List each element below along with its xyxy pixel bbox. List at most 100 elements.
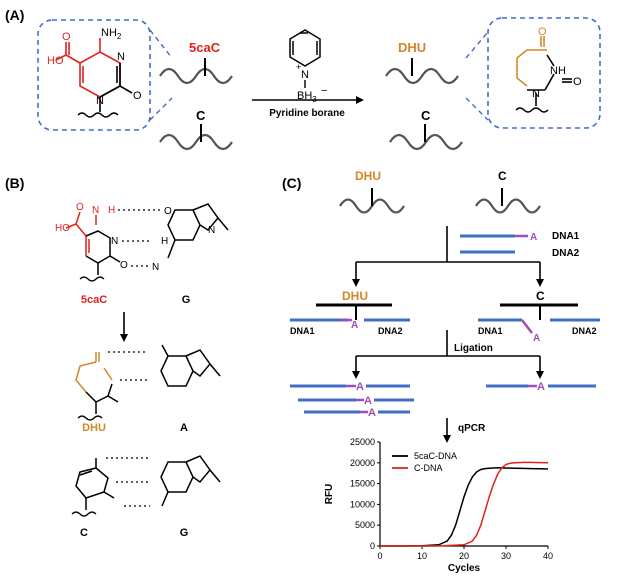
lig-right-a: A (537, 381, 545, 393)
c-right-a: A (533, 333, 540, 344)
lig-right-head (536, 371, 544, 379)
atom-n-ring-2: N (96, 95, 104, 107)
ligated-products-left (290, 384, 414, 414)
label-pair3-left: C (80, 527, 88, 539)
5cac-structure-box (37, 19, 151, 131)
x-tick-label: 0 (377, 551, 382, 561)
reagent-n: N (301, 69, 309, 81)
lig-left-head (352, 371, 360, 379)
c-tree-right-head (536, 279, 544, 287)
y-tick-label: 0 (370, 541, 375, 551)
b-atom-h: H (108, 205, 115, 216)
b-atom-ho: HO (55, 223, 70, 234)
zoom-line-top-left (149, 29, 173, 59)
b-atom-n: N (92, 205, 99, 216)
panel-b-label: (B) (5, 175, 24, 191)
probe-dna2-label: DNA2 (552, 248, 580, 259)
label-qpcr: qPCR (458, 423, 486, 434)
atom-ho: HO (47, 55, 64, 67)
backbone-squiggle-left (77, 112, 119, 118)
c-mid-dhu: DHU (342, 289, 368, 303)
label-pair1-right: G (182, 294, 191, 306)
c-right-dna2-label: DNA2 (572, 326, 597, 336)
5cac-ring-black-part (99, 63, 133, 112)
legend-label-2: C-DNA (414, 463, 443, 473)
b-atom-o: O (76, 202, 84, 213)
label-c-left: C (196, 108, 206, 123)
c-left-dna1-label: DNA1 (290, 326, 315, 336)
series-line-1 (380, 467, 549, 547)
dhu-atom-o: O (538, 26, 547, 38)
lig-a-3: A (368, 407, 376, 419)
b-atom-gh: H (161, 236, 168, 247)
atom-n-ring: N (117, 51, 125, 63)
label-5cac: 5caC (189, 40, 221, 55)
atom-nh2: NH2 (101, 27, 122, 41)
dna-wave-5cac (159, 67, 233, 85)
label-dhu: DHU (398, 40, 426, 55)
chart-x-label: Cycles (448, 563, 481, 574)
label-pair2-left: DHU (82, 422, 106, 434)
b-atom-go: O (164, 206, 172, 217)
reaction-arrowhead (356, 96, 364, 104)
qpcr-arrowhead (443, 435, 451, 443)
atom-o-carboxyl: O (62, 31, 71, 43)
probe-dna1-label: DNA1 (552, 231, 580, 242)
series-line-2 (380, 461, 549, 547)
b-atom-nh: N (111, 236, 118, 247)
zoom-line-bottom-left (149, 97, 173, 121)
panel-c-label: (C) (282, 175, 301, 191)
dhu-atom-n: N (532, 88, 540, 100)
reagent-bh3: BH3 (297, 90, 317, 104)
x-tick-label: 30 (501, 551, 511, 561)
chart-y-label: RFU (324, 484, 335, 505)
y-tick-label: 10000 (350, 499, 375, 509)
reagent-minus: − (321, 85, 327, 97)
x-tick-label: 10 (417, 551, 427, 561)
label-pair2-right: A (180, 422, 188, 434)
dhu-structure-box (487, 17, 601, 129)
panel-a-label: (A) (5, 7, 24, 23)
b-arrowhead (120, 334, 128, 342)
probe-a: A (530, 232, 537, 243)
pair-c-g (71, 455, 221, 517)
c-right-a-tail (521, 319, 533, 334)
c-right-dna1-label: DNA1 (478, 326, 503, 336)
y-tick-label: 25000 (350, 437, 375, 447)
y-tick-label: 5000 (355, 520, 375, 530)
backbone-squiggle-right (515, 107, 549, 113)
pyridine-borane-molecule (289, 29, 321, 67)
5cac-molecule (55, 38, 121, 98)
label-ligation: Ligation (454, 343, 493, 354)
reagent-plus: + (296, 62, 301, 72)
lig-a-2: A (364, 395, 372, 407)
dhu-atom-o-2: O (573, 76, 582, 88)
x-tick-label: 40 (543, 551, 553, 561)
c-left-dna2-label: DNA2 (378, 326, 403, 336)
c-left-a: A (351, 320, 358, 331)
y-tick-label: 15000 (350, 479, 375, 489)
c-mid-c: C (536, 289, 545, 303)
b-atom-o2: O (120, 260, 128, 271)
dna-wave-c-left (159, 133, 233, 151)
label-pair1-left: 5caC (81, 294, 107, 306)
c-top-dhu: DHU (355, 169, 381, 183)
c-top-c: C (498, 169, 507, 183)
y-tick-label: 20000 (350, 458, 375, 468)
zoom-line-top-right (465, 31, 489, 59)
label-pair3-right: G (180, 527, 189, 539)
b-atom-gn: N (152, 262, 159, 273)
reagent-name: Pyridine borane (269, 108, 345, 119)
dhu-atom-nh: NH (550, 65, 566, 77)
c-tree-left-head (352, 279, 360, 287)
b-atom-gnh: N (208, 225, 215, 236)
lig-a-1: A (356, 381, 364, 393)
pair-dhu-a (75, 344, 221, 421)
atom-o-ring: O (133, 90, 142, 102)
legend-label-1: 5caC-DNA (414, 451, 457, 461)
pair-5cac-g: HO O N H N O H O N N (55, 202, 229, 282)
c-dna-wave-c (475, 198, 541, 214)
dna-wave-dhu (385, 67, 459, 85)
